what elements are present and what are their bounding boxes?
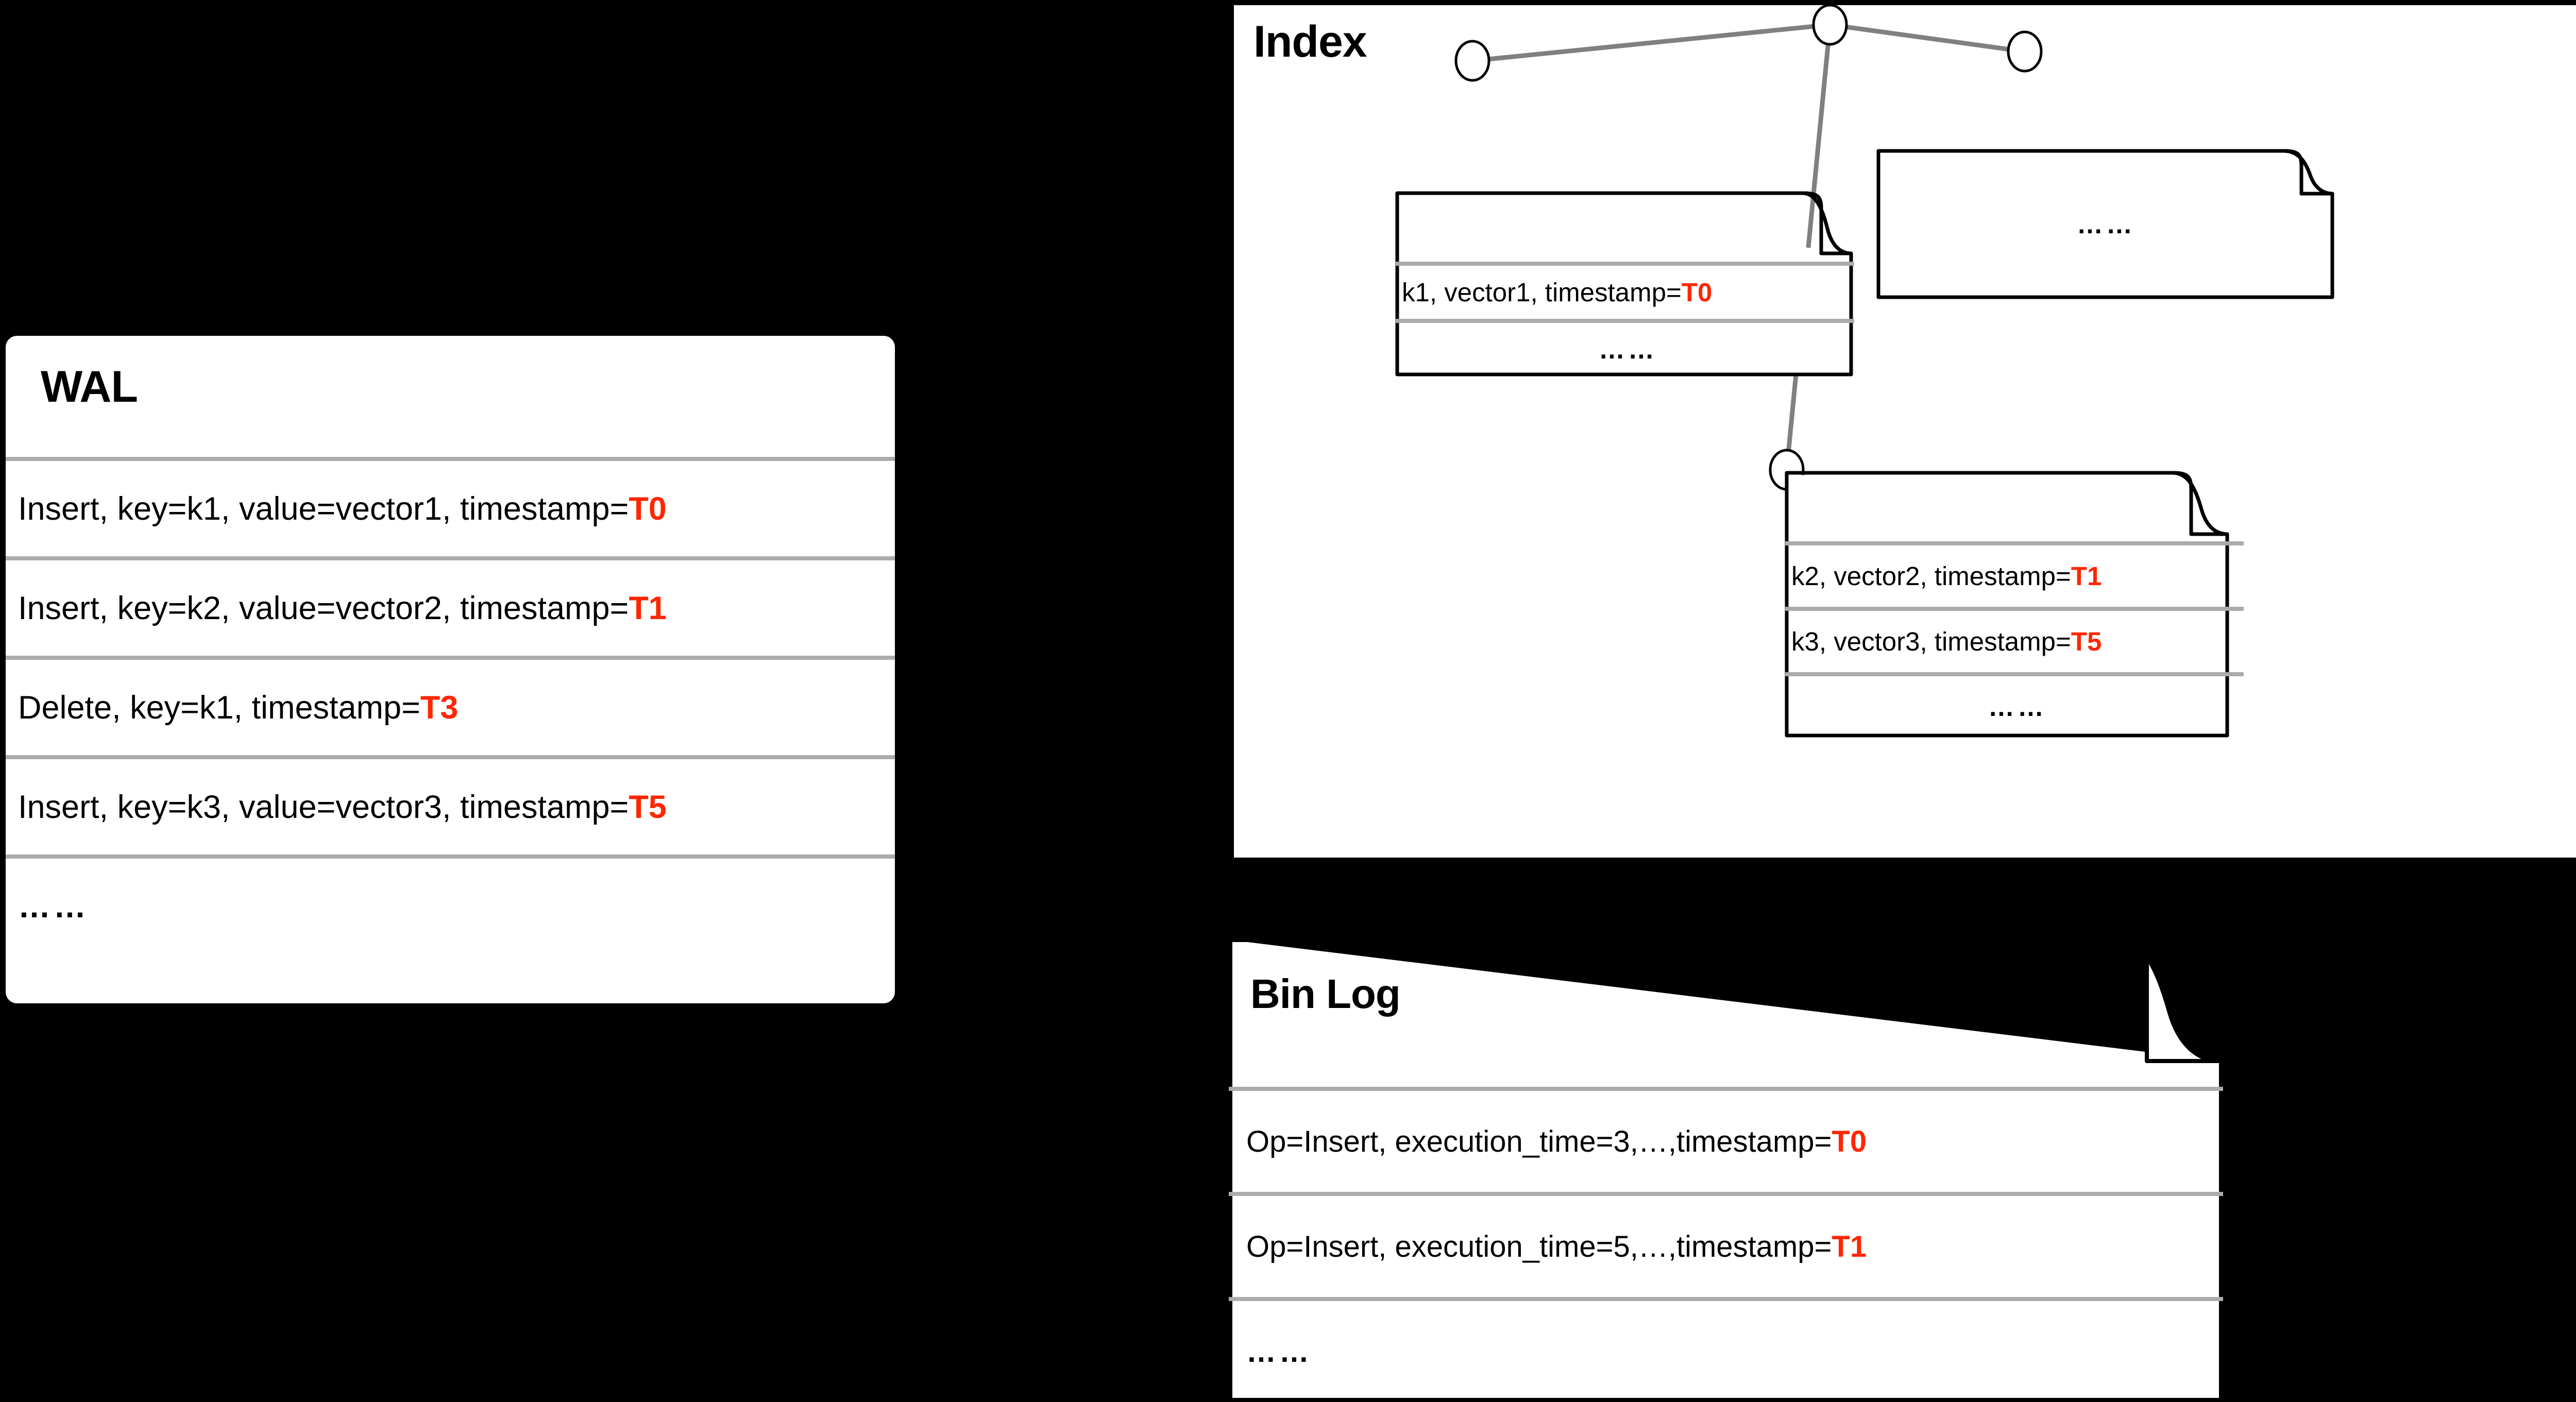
- leaf2-row-list: ……: [1877, 149, 2335, 299]
- row-text: k1, vector1, timestamp=: [1402, 278, 1682, 307]
- table-row: ……: [1396, 319, 1854, 376]
- table-row: Op=Insert, execution_time=3,…,timestamp=…: [1229, 1087, 2223, 1192]
- row-text: Insert, key=k3, value=vector3, timestamp…: [18, 789, 629, 825]
- row-text: k2, vector2, timestamp=: [1791, 561, 2071, 591]
- timestamp-value: T0: [1681, 278, 1713, 307]
- timestamp-value: T1: [2071, 561, 2102, 591]
- timestamp-value: T5: [2071, 627, 2102, 656]
- table-row: Insert, key=k3, value=vector3, timestamp…: [6, 755, 895, 854]
- tree-edge-root-left: [1472, 22, 1831, 63]
- table-row: Insert, key=k2, value=vector2, timestamp…: [6, 556, 895, 656]
- table-row: ……: [1229, 1297, 2223, 1402]
- index-leaf-card-3: k2, vector2, timestamp=T1 k3, vector3, t…: [1785, 471, 2244, 738]
- table-row: Delete, key=k1, timestamp=T3: [6, 656, 895, 755]
- document-outline-icon: [1785, 471, 2229, 738]
- index-leaf-card-2: ……: [1876, 149, 2335, 299]
- timestamp-value: T1: [1832, 1229, 1867, 1263]
- bin-log-card: Bin Log Op=Insert, execution_time=3,…,ti…: [1228, 938, 2223, 1402]
- ellipsis-text: ……: [18, 888, 89, 925]
- timestamp-value: T0: [1832, 1124, 1867, 1158]
- ellipsis-text: ……: [1988, 692, 2047, 722]
- table-row: Op=Insert, execution_time=5,…,timestamp=…: [1229, 1192, 2223, 1297]
- table-row: ……: [1877, 149, 2335, 299]
- table-row: ……: [6, 854, 895, 954]
- wal-title: WAL: [41, 362, 138, 412]
- tree-node-root: [1812, 5, 1848, 46]
- ellipsis-text: ……: [2077, 209, 2136, 239]
- leaf1-row-list: k1, vector1, timestamp=T0 ……: [1396, 262, 1854, 376]
- tree-node-leaf2: [2007, 30, 2043, 73]
- index-panel: Index k1, vector1, timestamp=T0 ……: [1234, 5, 2576, 858]
- table-row: k1, vector1, timestamp=T0: [1396, 262, 1854, 319]
- index-title: Index: [1253, 17, 1367, 66]
- table-row: Insert, key=k1, value=vector1, timestamp…: [6, 457, 895, 556]
- document-outline-icon: [1395, 191, 1853, 377]
- document-outline-icon: [1228, 938, 2223, 1402]
- row-text: Insert, key=k1, value=vector1, timestamp…: [18, 490, 629, 527]
- bin-log-row-list: Op=Insert, execution_time=3,…,timestamp=…: [1229, 1087, 2223, 1401]
- wal-panel: WAL Insert, key=k1, value=vector1, times…: [6, 336, 895, 1003]
- row-text: Delete, key=k1, timestamp=: [18, 689, 420, 726]
- row-text: k3, vector3, timestamp=: [1791, 627, 2071, 656]
- row-text: Insert, key=k2, value=vector2, timestamp…: [18, 590, 629, 626]
- row-text: Op=Insert, execution_time=3,…,timestamp=: [1246, 1124, 1832, 1158]
- leaf3-row-list: k2, vector2, timestamp=T1 k3, vector3, t…: [1785, 541, 2244, 737]
- table-row: ……: [1785, 672, 2244, 738]
- bin-log-title: Bin Log: [1250, 971, 1401, 1017]
- timestamp-value: T1: [629, 590, 667, 626]
- ellipsis-text: ……: [1599, 335, 1657, 364]
- timestamp-value: T0: [629, 490, 667, 527]
- document-outline-icon: [1876, 149, 2334, 299]
- tree-node-leaf1: [1454, 40, 1490, 82]
- wal-row-list: Insert, key=k1, value=vector1, timestamp…: [6, 457, 895, 954]
- index-leaf-card-1: k1, vector1, timestamp=T0 ……: [1395, 191, 1854, 377]
- timestamp-value: T3: [420, 689, 459, 726]
- tree-edge-root-right: [1829, 22, 2025, 54]
- row-text: Op=Insert, execution_time=5,…,timestamp=: [1246, 1229, 1832, 1263]
- table-row: k3, vector3, timestamp=T5: [1785, 607, 2244, 672]
- ellipsis-text: ……: [1246, 1335, 1312, 1369]
- table-row: k2, vector2, timestamp=T1: [1785, 541, 2244, 607]
- timestamp-value: T5: [629, 789, 667, 825]
